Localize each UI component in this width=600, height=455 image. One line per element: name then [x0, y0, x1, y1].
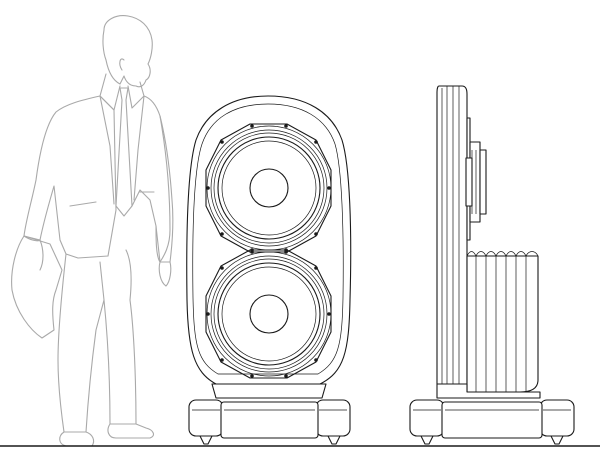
side-stand-front-pod [409, 399, 445, 437]
upper-woofer-dustcap [249, 168, 289, 208]
side-cabinet-slab [436, 85, 468, 385]
side-front-spike [420, 435, 434, 445]
side-driver-profile [465, 117, 487, 241]
lower-woofer-surround-1 [210, 255, 328, 373]
side-cabinet-foot [436, 383, 541, 399]
lower-woofer-dustcap [249, 294, 289, 334]
side-stand [409, 399, 575, 445]
front-stand-left-pod [188, 399, 224, 437]
upper-woofer [205, 123, 332, 253]
front-cabinet-inner [192, 103, 344, 375]
person-hand [158, 261, 172, 287]
upper-woofer-bolts [206, 124, 331, 252]
side-stand-rear-pod [539, 399, 575, 437]
lower-woofer-cone [221, 266, 317, 362]
lower-woofer-surround-2 [213, 258, 325, 370]
upper-woofer-surround-3 [217, 136, 321, 240]
lower-woofer-plate [205, 249, 332, 379]
lower-woofer [205, 249, 332, 379]
person-head [102, 15, 153, 88]
person-ear [119, 58, 125, 71]
person-right-shoe [107, 423, 155, 439]
person-folder [11, 235, 63, 339]
front-stand [188, 383, 351, 445]
person-trousers [57, 249, 137, 433]
front-right-spike [327, 435, 341, 445]
person-pocket [69, 191, 155, 207]
lower-woofer-surround-3 [217, 262, 321, 366]
speaker-front-view [186, 95, 352, 445]
front-stand-right-pod [315, 399, 351, 437]
person-jacket-right [131, 95, 174, 263]
person-tie [115, 87, 133, 217]
person-lapel [99, 95, 145, 205]
side-rear-flutes [466, 251, 539, 393]
human-figure [11, 15, 174, 447]
lower-woofer-bolts [206, 250, 331, 378]
front-stand-neck [211, 383, 327, 399]
upper-woofer-surround-1 [210, 129, 328, 247]
person-right-arm [155, 115, 171, 263]
speaker-side-view [409, 85, 575, 445]
front-stand-center-block [220, 401, 319, 439]
person-left-shoe [59, 431, 95, 447]
side-rear-spike [550, 435, 564, 445]
upper-woofer-surround-2 [213, 132, 325, 244]
person-trouser-crease [99, 261, 105, 301]
person-jacket [23, 95, 117, 259]
side-magnet [465, 157, 473, 207]
front-left-spike [199, 435, 213, 445]
side-stand-center-block [441, 401, 543, 439]
person-folder-flap [23, 235, 44, 271]
upper-woofer-cone [221, 140, 317, 236]
